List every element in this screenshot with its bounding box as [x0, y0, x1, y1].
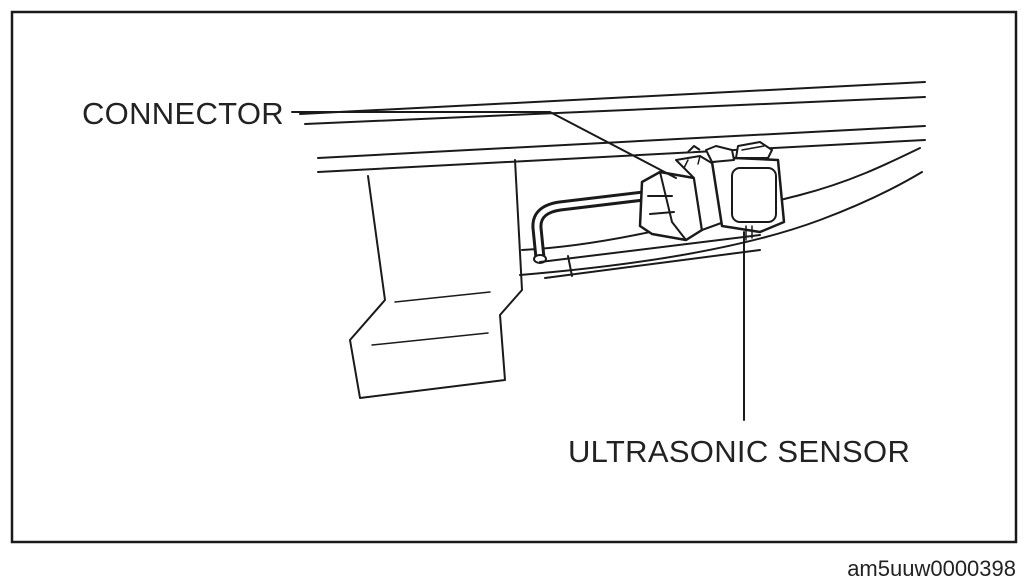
connector-label: CONNECTOR — [82, 96, 284, 131]
ultrasonic-sensor-part — [705, 141, 786, 241]
figure-id: am5uuw0000398 — [847, 556, 1016, 581]
bumper-panel — [299, 81, 926, 173]
connector-leader — [291, 111, 677, 179]
ultrasonic-sensor-label: ULTRASONIC SENSOR — [568, 434, 910, 469]
wiring-harness — [531, 189, 658, 264]
mounting-bracket — [349, 159, 523, 399]
diagram-frame — [10, 10, 1018, 544]
harness-sleeve — [539, 234, 761, 279]
